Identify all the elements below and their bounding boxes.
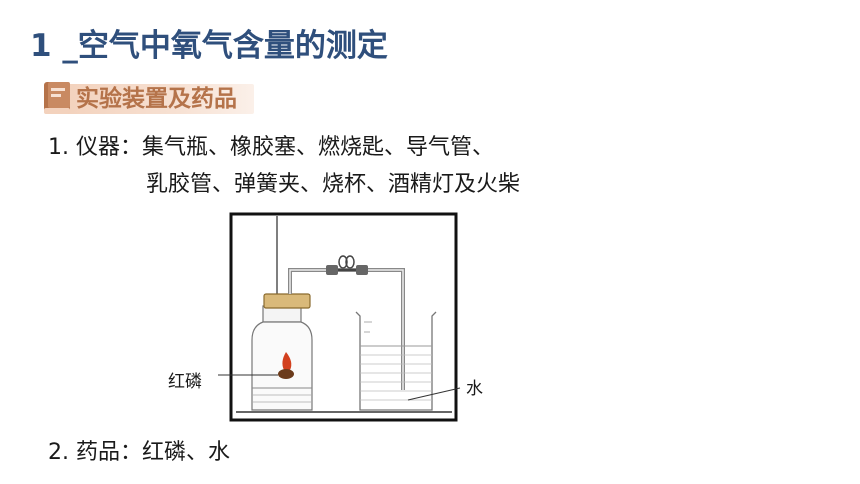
section-heading-background [66,84,254,114]
section-heading: 实验装置及药品 [40,78,255,122]
page-title: 1 _空气中氧气含量的测定 [30,28,388,64]
label-water: 水 [466,379,483,399]
section-heading-text: 实验装置及药品 [76,86,237,112]
instruments-line-2: 乳胶管、弹簧夹、烧杯、酒精灯及火柴 [146,172,521,197]
gas-collecting-bottle [251,305,313,411]
water-leader [407,387,461,401]
beaker [355,311,437,411]
phosphorus-flame [278,352,294,379]
label-phosphorus: 红磷 [168,372,202,392]
rubber-stopper [263,293,311,309]
apparatus-diagram [218,212,461,422]
book-icon [44,82,70,114]
instruments-line-1: 1. 仪器：集气瓶、橡胶塞、燃烧匙、导气管、 [48,135,494,160]
reagents-line: 2. 药品：红磷、水 [48,440,230,465]
spring-clamp [326,255,368,275]
